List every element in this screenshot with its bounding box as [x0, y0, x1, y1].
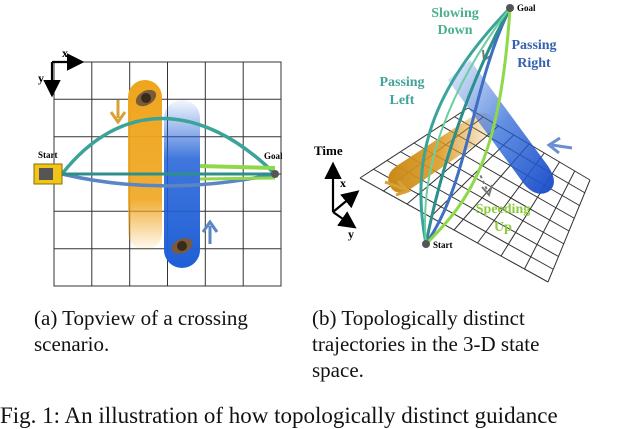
stateview-goal-label: Goal — [517, 3, 536, 13]
state-path-extra — [424, 7, 511, 245]
caption-stateview-line1: (b) Topologically distinct — [312, 306, 525, 330]
stateview-axis-x-label: x — [340, 176, 346, 190]
topview-path-speeding-2 — [199, 176, 276, 181]
topview-path-passing-left — [60, 116, 277, 176]
stateview-axis-time-label: Time — [314, 143, 343, 158]
topview-goal-label: Goal — [264, 151, 283, 161]
label-speeding-up-line2: Up — [494, 220, 512, 235]
topview-axis-y-label: y — [38, 71, 44, 85]
caption-topview-line1: (a) Topview of a crossing — [34, 306, 248, 330]
stateview-axis-y-label: y — [348, 227, 354, 241]
stateview-start-marker — [422, 240, 430, 248]
speeding-up-dashed-arrow — [477, 169, 493, 198]
caption-topview-line2: scenario. — [34, 332, 110, 356]
topview-panel: x y — [33, 46, 283, 287]
figure-caption: Fig. 1: An illustration of how topologic… — [0, 403, 558, 428]
orange-3d-arrow — [384, 179, 411, 197]
label-passing-right-line2: Right — [517, 56, 551, 71]
orange-person-icon — [135, 89, 157, 107]
caption-stateview: (b) Topologically distinct trajectories … — [312, 305, 539, 383]
topview-path-speeding — [199, 164, 276, 170]
topview-start-label: Start — [38, 150, 58, 160]
topview-goal-marker — [271, 170, 279, 178]
stateview-goal-marker — [506, 4, 514, 12]
label-speeding-up-line1: Speeding — [476, 202, 530, 217]
topview-axis-x-label: x — [62, 46, 68, 60]
orange-agent-tube — [388, 113, 494, 193]
stateview-start-label: Start — [433, 240, 453, 250]
label-passing-left-line2: Left — [390, 93, 415, 108]
label-passing-right-line1: Passing — [511, 38, 556, 53]
label-passing-left-line1: Passing — [379, 75, 424, 90]
label-slowing-down-line2: Down — [437, 23, 472, 38]
grid-line — [547, 179, 591, 283]
caption-stateview-line3: space. — [312, 358, 364, 382]
blue-agent-tube — [448, 60, 554, 194]
robot-icon — [33, 163, 63, 185]
blue-3d-arrow — [546, 136, 573, 155]
state-path-slowing-down — [424, 7, 512, 245]
grid-line — [524, 170, 576, 270]
state-path-passing-right — [424, 7, 512, 245]
caption-topview: (a) Topview of a crossing scenario. — [34, 305, 248, 357]
state-path-speeding-up — [424, 7, 512, 246]
figure-canvas: x y — [33, 3, 591, 287]
state-path-passing-left — [419, 6, 512, 245]
topview-axes — [43, 53, 85, 98]
caption-stateview-line2: trajectories in the 3-D state — [312, 332, 540, 356]
label-slowing-down-line1: Slowing — [431, 6, 478, 21]
orange-direction-arrow — [109, 100, 127, 125]
blue-person-icon — [171, 238, 193, 254]
stateview-axes — [324, 161, 360, 229]
stateview-panel: Time x y Start — [314, 3, 591, 283]
blue-direction-arrow — [201, 219, 219, 244]
